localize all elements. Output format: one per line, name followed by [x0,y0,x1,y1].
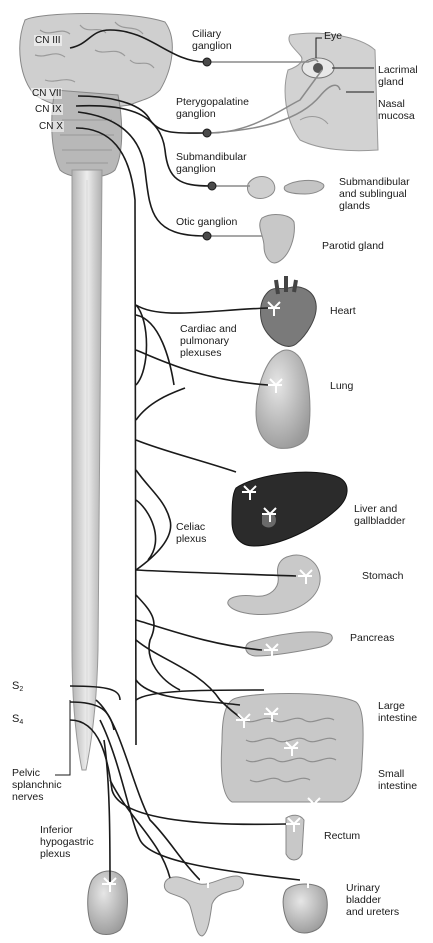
cn7-label: CN VII [31,88,62,99]
cn10-label: CN X [38,121,64,132]
heart-label: Heart [330,305,356,317]
stomach-label: Stomach [362,570,403,582]
pancreas-shape [246,632,333,656]
cn3-label: CN III [34,35,62,46]
inferior-hypogastric-plexus-label: Inferior hypogastric plexus [40,824,94,860]
lacrimal-gland-label: Lacrimal gland [378,64,418,88]
large-intestine-label: Large intestine [378,700,417,724]
heart-shape [261,276,317,346]
s4-label: S4 [12,713,23,729]
spinal-cord [72,170,102,770]
urinary-bladder-ureters-label: Urinary bladder and ureters [346,882,399,918]
cn9-label: CN IX [34,104,63,115]
eye-label: Eye [324,30,342,42]
liver-gallbladder-label: Liver and gallbladder [354,503,405,527]
pancreas-label: Pancreas [350,632,394,644]
salivary-glands [247,177,323,199]
celiac-plexus-label: Celiac plexus [176,521,206,545]
otic-ganglion-label: Otic ganglion [176,216,237,228]
ciliary-ganglion-label: Ciliary ganglion [192,28,232,52]
stomach-shape [228,555,320,615]
liver-shape [232,472,347,546]
submandibular-ganglion-label: Submandibular ganglion [176,151,247,175]
pelvic-splanchnic-nerves-label: Pelvic splanchnic nerves [12,767,62,803]
pterygopalatine-ganglion-label: Pterygopalatine ganglion [176,96,249,120]
cardiac-pulmonary-plexuses-label: Cardiac and pulmonary plexuses [180,323,237,359]
lung-label: Lung [330,380,353,392]
ganglion-markers [203,58,216,240]
lung-shape [256,350,310,448]
s2-label: S2 [12,680,23,696]
rectum-label: Rectum [324,830,360,842]
parotid-gland-label: Parotid gland [322,240,384,252]
parotid-gland-shape [260,215,295,263]
submandibular-sublingual-glands-label: Submandibular and sublingual glands [339,176,410,212]
small-intestine-label: Small intestine [378,768,417,792]
nasal-mucosa-label: Nasal mucosa [378,98,415,122]
